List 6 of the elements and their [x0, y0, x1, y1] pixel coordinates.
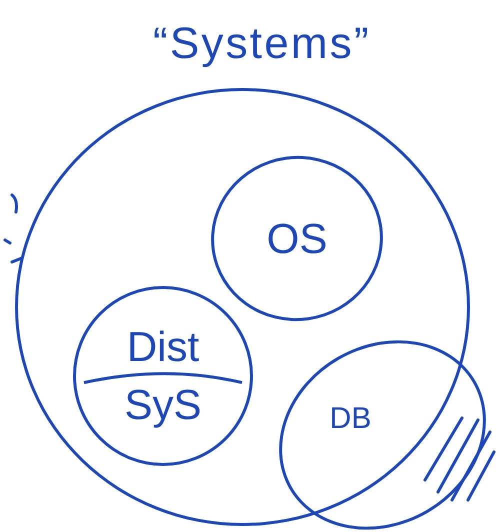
title: “Systems” — [153, 18, 371, 70]
ellipse — [73, 286, 253, 466]
node-label: SyS — [124, 384, 202, 426]
node-label: OS — [266, 218, 328, 260]
node-label: DB — [330, 404, 372, 434]
node-label: Dist — [126, 326, 200, 368]
